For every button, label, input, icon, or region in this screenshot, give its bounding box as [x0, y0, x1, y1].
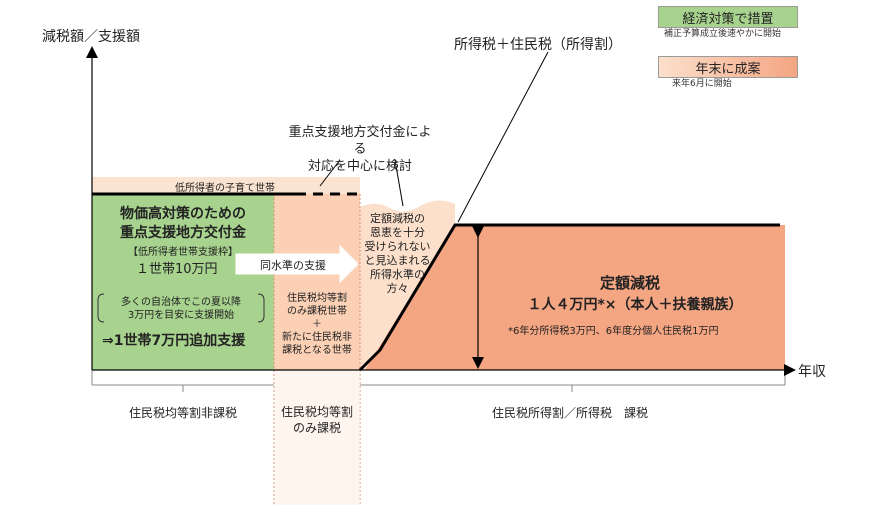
callout-pointer-1 — [319, 159, 341, 187]
callout-pointer-2 — [394, 159, 404, 207]
green-note-line2: 3万円を目安に支援開始 — [127, 310, 235, 321]
note-bracket-left — [97, 293, 105, 323]
main-region-amount: １人４万円*×（本人＋扶養親族） — [527, 297, 743, 313]
middle-lower-fill — [275, 370, 360, 505]
tax-reduction-line — [358, 223, 780, 372]
wavy-line6: 方々 — [386, 282, 409, 295]
middle-line4: 新たに住民税非 — [282, 332, 352, 343]
wavy-line3: 受けられない — [364, 240, 431, 253]
callout-top-line1: 重点支援地方交付金による — [288, 125, 432, 157]
bottom-label-left: 住民税均等割非課税 — [128, 406, 237, 420]
legend-orange-title: 年末に成案 — [695, 61, 761, 77]
middle-line2: のみ課税世帯 — [287, 306, 347, 317]
top-band — [92, 177, 360, 194]
main-region-note: *6年分所得税3万円、6年度分個人住民税1万円 — [508, 326, 719, 337]
green-region-title: 物価高対策のための 重点支援地方交付金 — [92, 205, 274, 243]
green-region-additional: ⇒1世帯7万円追加支援 — [102, 333, 246, 349]
bottom-label-middle: 住民税均等割 のみ課税 — [274, 404, 360, 436]
wavy-line2: 恩恵を十分 — [370, 226, 425, 239]
green-title-line2: 重点支援地方交付金 — [120, 225, 246, 241]
green-note-line1: 多くの自治体でこの夏以降 — [121, 297, 241, 308]
same-level-arrow-label: 同水準の支援 — [260, 259, 326, 272]
same-level-arrow — [235, 244, 359, 284]
wavy-region-text: 定額減税の 恩恵を十分 受けられない と見込まれる 所得水準の 方々 — [360, 212, 435, 296]
x-axis-label: 年収 — [798, 364, 826, 380]
wavy-line4: と見込まれる — [364, 254, 431, 267]
wavy-line1: 定額減税の — [370, 212, 425, 225]
legend-green: 経済対策で措置 — [658, 6, 798, 28]
green-title-line1: 物価高対策のための — [120, 206, 246, 222]
callout-top: 重点支援地方交付金による 対応を中心に検討 — [285, 124, 435, 175]
tax-curve-label: 所得税＋住民税（所得割） — [454, 37, 622, 53]
main-region-title: 定額減税 — [599, 274, 660, 292]
green-region-amount: １世帯10万円 — [136, 262, 218, 277]
main-region-fill — [365, 225, 785, 370]
wavy-region-fill — [360, 200, 455, 370]
middle-line3: ＋ — [312, 319, 322, 330]
green-region-note: 多くの自治体でこの夏以降 3万円を目安に支援開始 — [100, 296, 262, 322]
green-region-subtitle: 【低所得者世帯支援枠】 — [128, 247, 238, 258]
top-band-label: 低所得者の子育て世帯 — [175, 183, 275, 194]
middle-line5: 課税となる世帯 — [282, 345, 352, 356]
bottom-middle-line1: 住民税均等割 — [280, 405, 353, 419]
bottom-middle-line2: のみ課税 — [292, 421, 341, 435]
legend-orange: 年末に成案 — [658, 56, 798, 78]
wavy-line5: 所得水準の — [370, 268, 425, 281]
legend-green-title: 経済対策で措置 — [682, 11, 774, 27]
bottom-label-right: 住民税所得割／所得税 課税 — [491, 406, 648, 420]
bracket-right — [360, 375, 786, 392]
middle-region-fill — [274, 194, 360, 370]
legend-green-note: 補正予算成立後速やかに開始 — [664, 29, 782, 39]
middle-line1: 住民税均等割 — [287, 293, 347, 304]
tax-curve-pointer — [457, 51, 549, 223]
y-axis-label: 減税額／支援額 — [42, 29, 140, 45]
bracket-left — [91, 370, 274, 392]
middle-region-text: 住民税均等割 のみ課税世帯 ＋ 新たに住民税非 課税となる世帯 — [274, 292, 360, 357]
legend-orange-note: 来年6月に開始 — [672, 79, 732, 89]
green-region-fill — [92, 194, 274, 370]
note-bracket-right — [257, 293, 265, 323]
callout-top-line2: 対応を中心に検討 — [307, 159, 412, 174]
